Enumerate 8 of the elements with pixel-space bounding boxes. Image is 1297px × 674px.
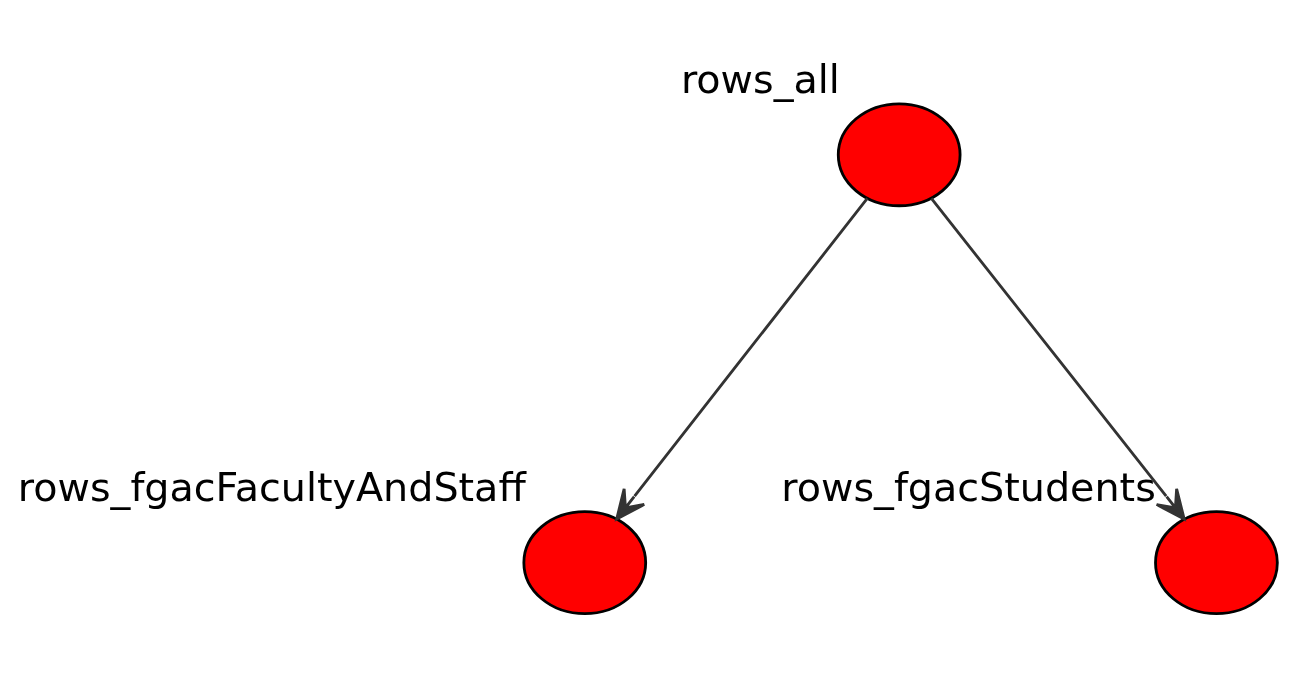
node-circle — [836, 101, 962, 207]
node-label: rows_fgacStudents — [781, 463, 1156, 510]
arrow — [615, 197, 869, 520]
node-circle — [522, 509, 648, 615]
node-circle — [1154, 509, 1279, 615]
arrow — [930, 197, 1186, 520]
node-label: rows_fgacFacultyAndStaff — [17, 463, 526, 510]
node-label: rows_all — [680, 55, 840, 102]
